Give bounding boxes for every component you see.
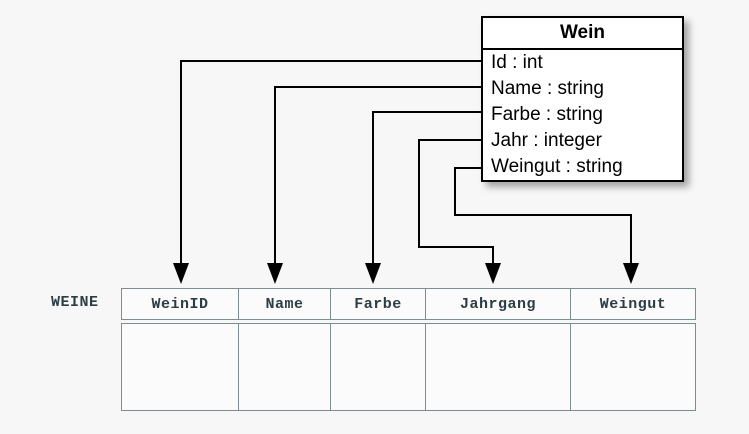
table-column-header-name[interactable]: Name — [238, 288, 331, 320]
table-cell-weingut[interactable] — [570, 323, 696, 411]
table-cell-name[interactable] — [238, 323, 331, 411]
connector-farbe-to-farbe — [365, 111, 481, 284]
uml-attribute-name: Name : string — [491, 78, 604, 99]
uml-attribute-list: Id : int Name : string Farbe : string Ja… — [483, 50, 682, 180]
table-header-row: WeinID Name Farbe Jahrgang Weingut — [121, 288, 696, 320]
table-cell-jahrgang[interactable] — [425, 323, 571, 411]
connector-name-to-name — [267, 86, 481, 284]
connector-weingut-to-weingut — [454, 167, 639, 284]
table-cell-farbe[interactable] — [330, 323, 426, 411]
uml-class-box[interactable]: Wein Id : int Name : string Farbe : stri… — [481, 16, 684, 182]
table-column-header-farbe[interactable]: Farbe — [330, 288, 426, 320]
uml-attribute-weingut: Weingut : string — [491, 156, 623, 177]
uml-attribute-id: Id : int — [491, 52, 543, 73]
table-column-header-jahrgang[interactable]: Jahrgang — [425, 288, 571, 320]
relational-table[interactable]: WeinID Name Farbe Jahrgang Weingut — [121, 288, 696, 411]
uml-attribute-jahr: Jahr : integer — [491, 130, 602, 151]
table-row[interactable] — [121, 323, 696, 411]
table-column-header-weinid[interactable]: WeinID — [121, 288, 239, 320]
table-cell-weinid[interactable] — [121, 323, 239, 411]
table-column-header-weingut[interactable]: Weingut — [570, 288, 696, 320]
uml-attribute-farbe: Farbe : string — [491, 104, 603, 125]
connector-id-to-weinid — [173, 60, 481, 284]
relation-name-label: WEINE — [51, 294, 99, 311]
uml-class-name: Wein — [483, 18, 682, 50]
